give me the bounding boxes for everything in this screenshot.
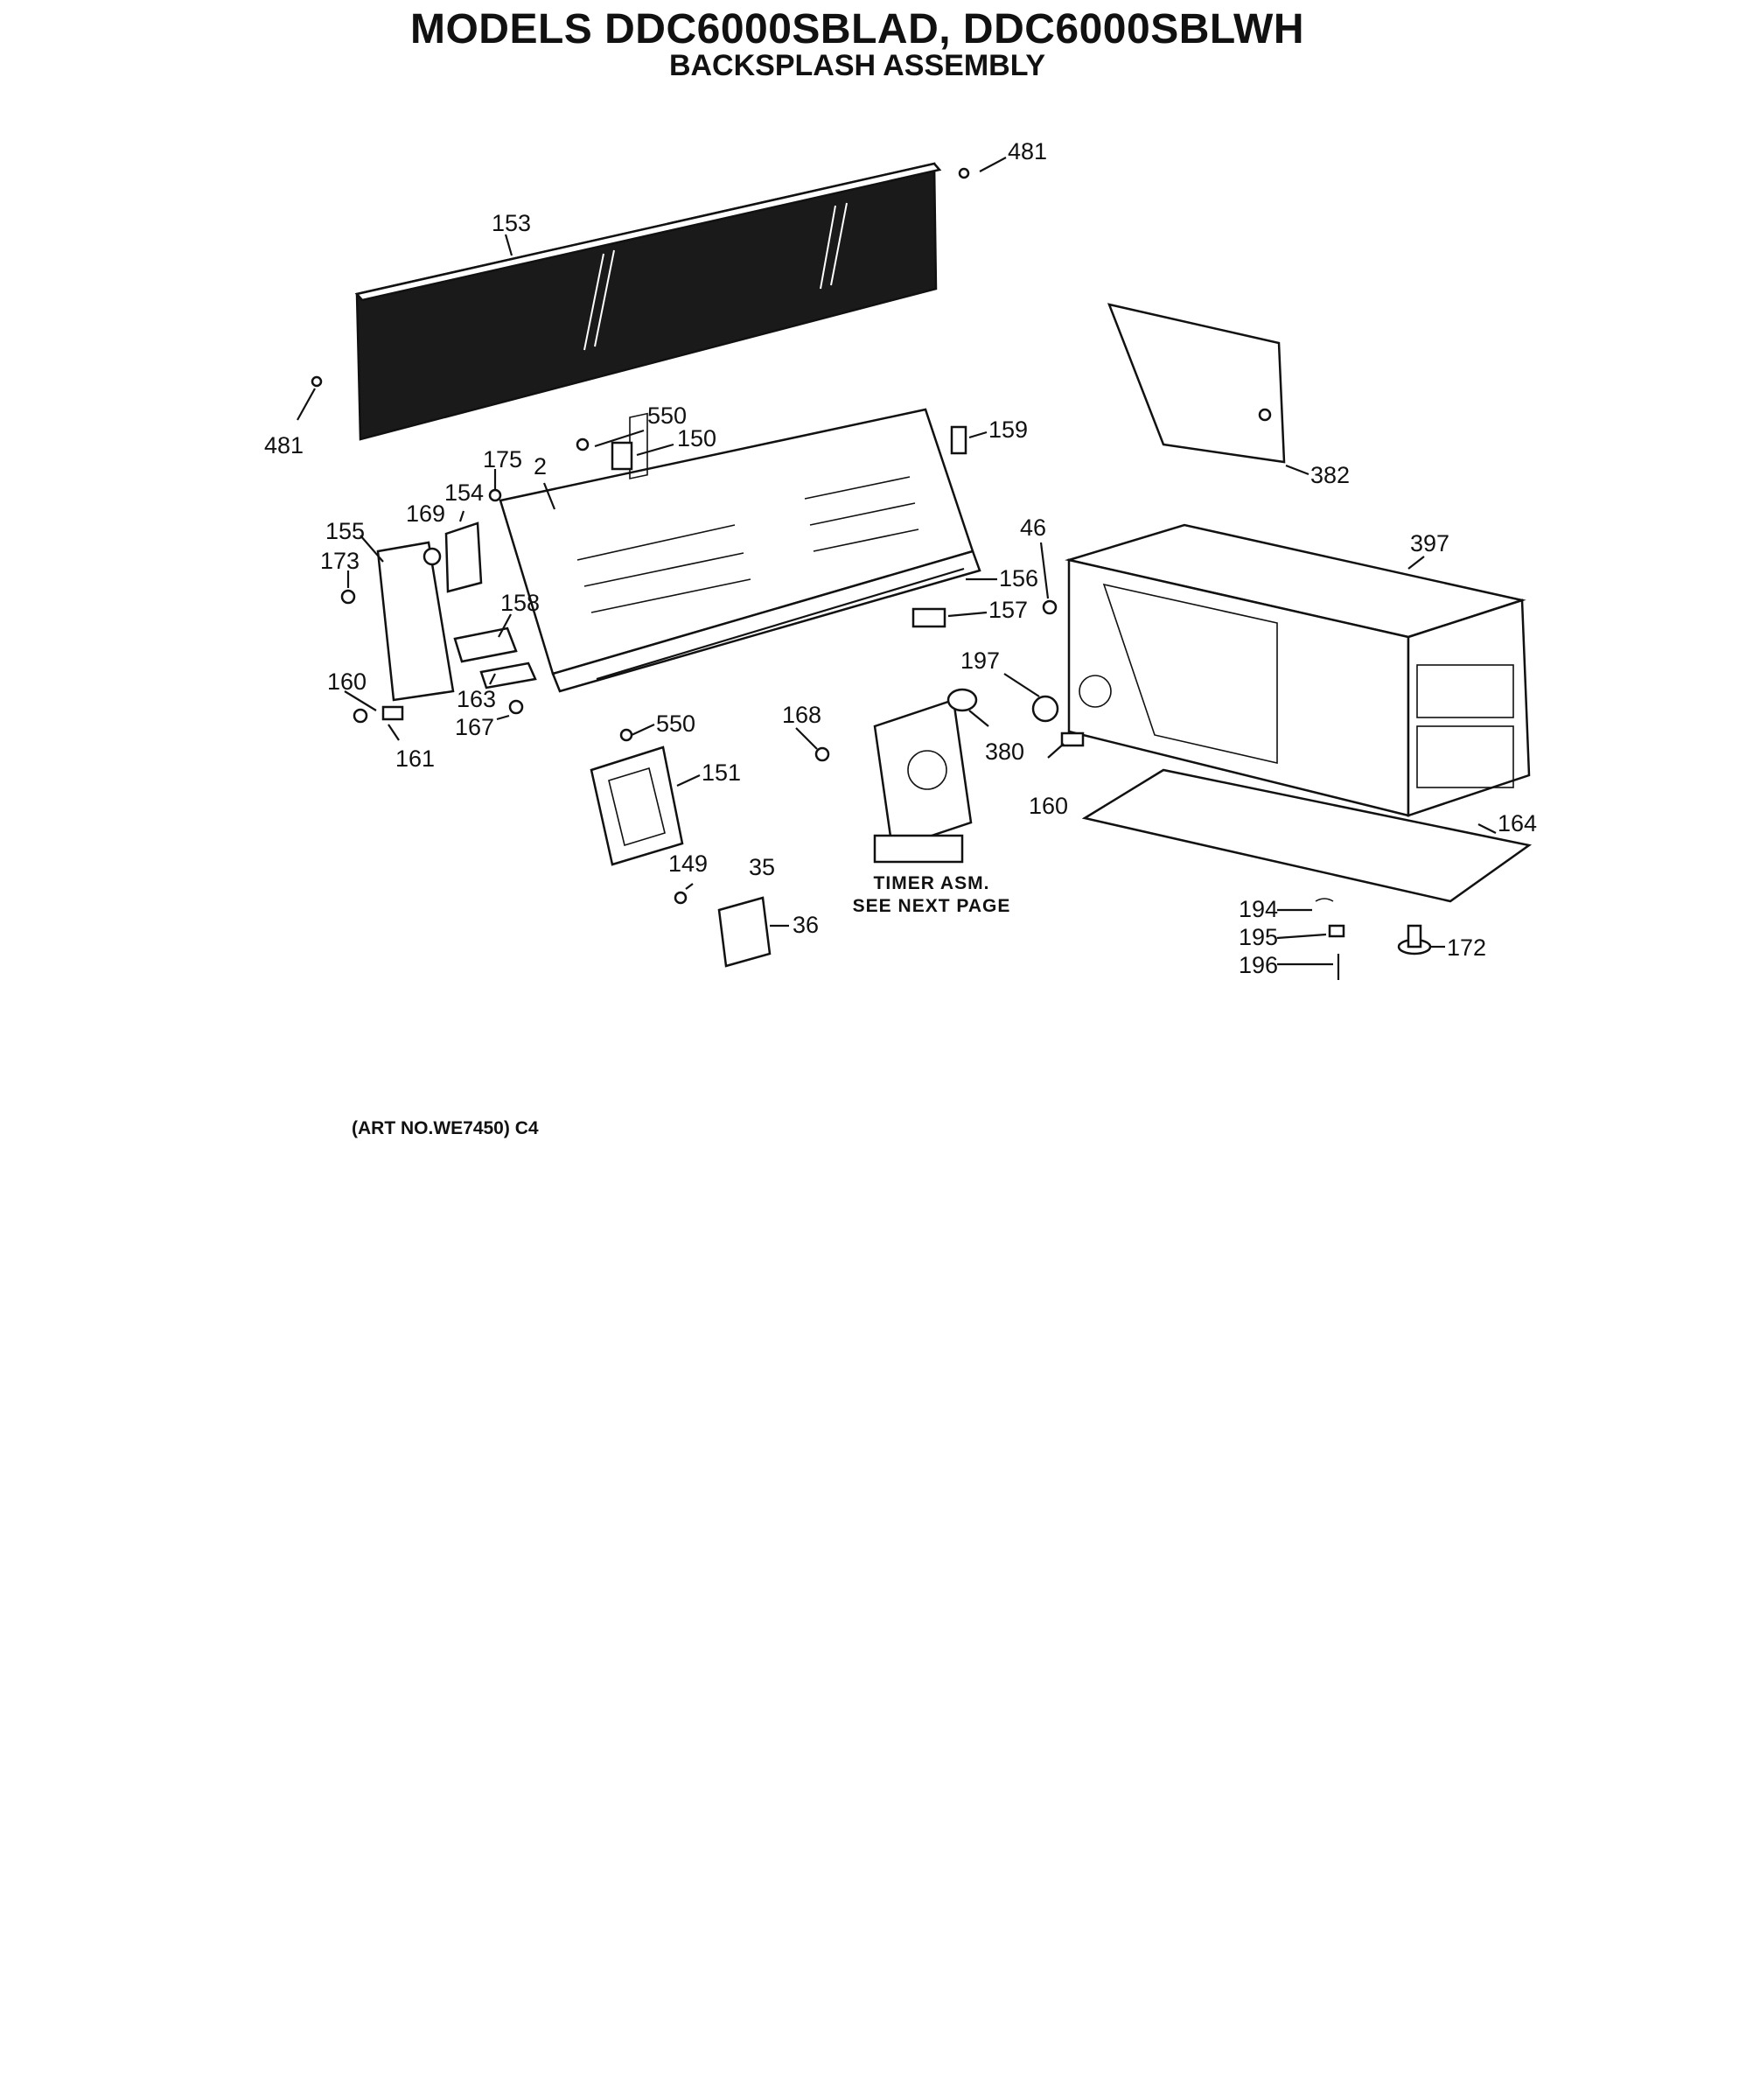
callout-158: 158 — [500, 590, 540, 616]
lamp-157 — [911, 607, 946, 628]
callout-380: 380 — [985, 738, 1024, 765]
callout-157: 157 — [988, 597, 1028, 623]
foot-172 — [1397, 924, 1432, 956]
screw-168 — [814, 746, 830, 762]
callout-151: 151 — [702, 760, 741, 786]
callout-382: 382 — [1310, 462, 1350, 488]
callout-168: 168 — [782, 702, 821, 728]
screw-481-left — [311, 375, 323, 388]
callout-156: 156 — [999, 565, 1038, 592]
callout-175: 175 — [483, 446, 522, 472]
art-number: (ART NO.WE7450) C4 — [352, 1118, 539, 1138]
callout-397: 397 — [1410, 530, 1449, 556]
part-callout-labels: 481 481 153 550 150 159 382 175 2 154 16… — [264, 138, 1537, 978]
screw-550-mid — [619, 728, 633, 742]
bezel-151 — [590, 746, 684, 866]
spring-194 — [1315, 898, 1334, 902]
backsplash-glass-panel — [354, 162, 942, 441]
part-150 — [611, 441, 633, 471]
callout-164: 164 — [1498, 810, 1537, 836]
callout-161: 161 — [395, 746, 435, 772]
nut-169 — [423, 547, 442, 566]
clip-195 — [1328, 924, 1345, 938]
page-title: MODELS DDC6000SBLAD, DDC6000SBLWH — [409, 6, 1305, 52]
callout-2: 2 — [534, 453, 547, 480]
callout-196: 196 — [1239, 952, 1278, 978]
screw-173 — [340, 589, 356, 605]
side-cover-panel — [1107, 303, 1286, 464]
callout-172: 172 — [1447, 934, 1486, 961]
callout-550-top: 550 — [647, 402, 687, 429]
callout-35: 35 — [749, 854, 775, 880]
callout-550-mid: 550 — [656, 710, 695, 737]
mounting-bracket — [444, 522, 483, 593]
page-subtitle: BACKSPLASH ASSEMBLY — [668, 49, 1046, 82]
callout-150: 150 — [677, 425, 716, 452]
callout-481-top: 481 — [1008, 138, 1047, 164]
callout-169: 169 — [406, 500, 445, 527]
timer-note-line2: SEE NEXT PAGE — [852, 896, 1011, 916]
callout-154: 154 — [444, 480, 484, 506]
clip-163 — [479, 662, 537, 690]
callout-153: 153 — [492, 210, 531, 236]
timer-note-line1: TIMER ASM. — [873, 873, 990, 893]
screw-46 — [1042, 599, 1058, 615]
screw-167 — [508, 699, 524, 715]
callout-155: 155 — [325, 518, 365, 544]
screw-149 — [674, 891, 688, 905]
leader-lines — [297, 157, 1497, 966]
callout-160-left: 160 — [327, 668, 367, 695]
clip-160 — [1060, 732, 1085, 747]
clip-158 — [453, 626, 518, 663]
callout-46: 46 — [1020, 514, 1046, 541]
knob-shaft-380 — [946, 688, 978, 712]
callout-36: 36 — [793, 912, 819, 938]
base-plate — [1081, 768, 1533, 903]
screw-175 — [488, 488, 502, 502]
clip-161 — [381, 705, 404, 721]
screw-550-top — [576, 438, 590, 452]
callout-149: 149 — [668, 850, 708, 877]
callout-167: 167 — [455, 714, 494, 740]
switch-35 — [717, 896, 772, 968]
control-housing-box — [1065, 523, 1531, 817]
callout-481-left: 481 — [264, 432, 304, 458]
callout-159: 159 — [988, 416, 1028, 443]
end-bracket — [376, 541, 455, 702]
callout-195: 195 — [1239, 924, 1278, 950]
callout-163: 163 — [457, 686, 496, 712]
callout-173: 173 — [320, 548, 360, 574]
control-panel-console — [499, 408, 981, 693]
callout-197: 197 — [960, 648, 1000, 674]
timer-assembly — [873, 698, 973, 864]
screw-160 — [353, 708, 368, 724]
knob-197 — [1031, 695, 1059, 723]
trim-strip — [596, 567, 965, 681]
callout-194: 194 — [1239, 896, 1278, 922]
part-159 — [950, 425, 967, 455]
timer-assembly-note: TIMER ASM. SEE NEXT PAGE — [844, 872, 1019, 918]
callout-160-right: 160 — [1029, 793, 1068, 819]
screw-481-top — [958, 167, 970, 179]
